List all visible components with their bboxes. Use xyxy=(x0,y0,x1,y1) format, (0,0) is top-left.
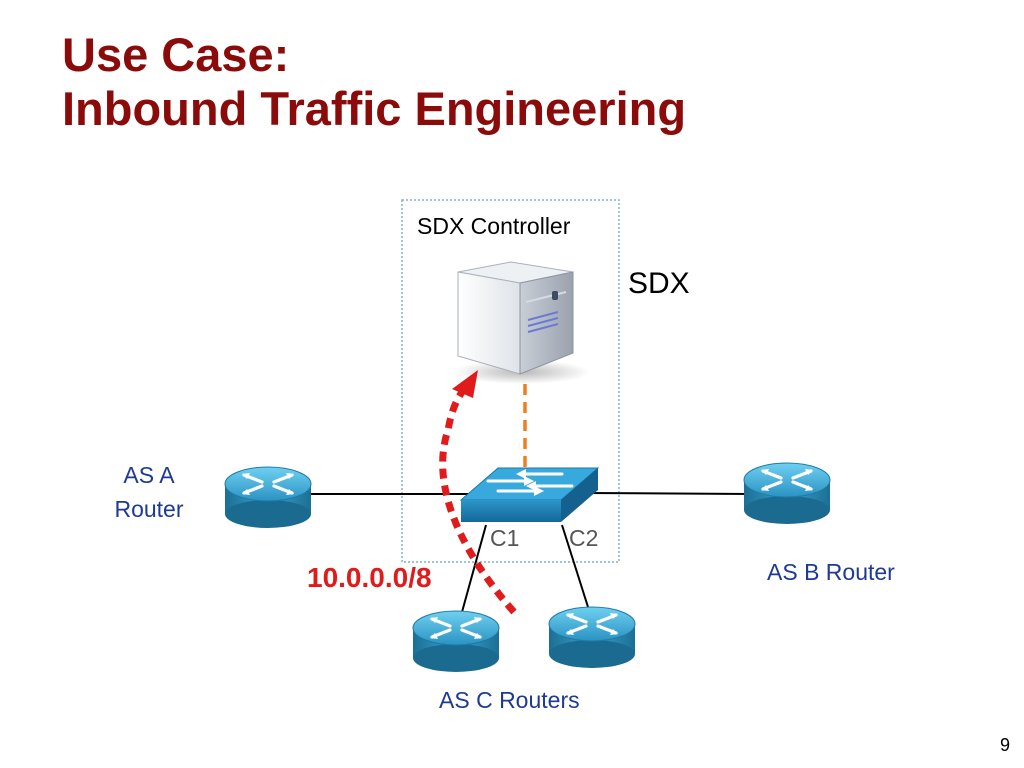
title-line-1: Use Case: xyxy=(62,28,290,81)
server-icon xyxy=(454,261,590,384)
sdx-boundary xyxy=(401,199,620,563)
link-c2-to-as-c-router-2 xyxy=(561,524,589,608)
prefix-label: 10.0.0.0/8 xyxy=(307,562,432,593)
slide-title: Use Case: Inbound Traffic Engineering xyxy=(62,28,686,136)
router-icon-as-c-2 xyxy=(547,605,637,670)
sdx-controller-label: SDX Controller xyxy=(417,213,571,239)
page-number: 9 xyxy=(1000,735,1011,755)
port-c1-label: C1 xyxy=(490,525,520,551)
router-icon-as-c-1 xyxy=(411,609,501,674)
link-switch-to-as-b xyxy=(584,492,751,495)
as-c-routers-label: AS C Routers xyxy=(439,687,580,713)
sdx-label: SDX xyxy=(628,267,690,300)
as-a-label-line-1: AS A xyxy=(123,462,175,488)
route-announcement-arrow xyxy=(439,370,517,615)
link-c1-to-as-c-router-1 xyxy=(461,524,487,613)
router-icon-as-b xyxy=(742,461,832,526)
as-b-router-label: AS B Router xyxy=(767,559,895,585)
port-c2-label: C2 xyxy=(569,525,599,551)
switch-icon xyxy=(459,467,600,522)
as-a-label-line-2: Router xyxy=(114,496,184,522)
as-a-router-label: AS A Router xyxy=(104,458,194,526)
router-icon-as-a xyxy=(223,465,313,530)
title-line-2: Inbound Traffic Engineering xyxy=(62,82,687,135)
